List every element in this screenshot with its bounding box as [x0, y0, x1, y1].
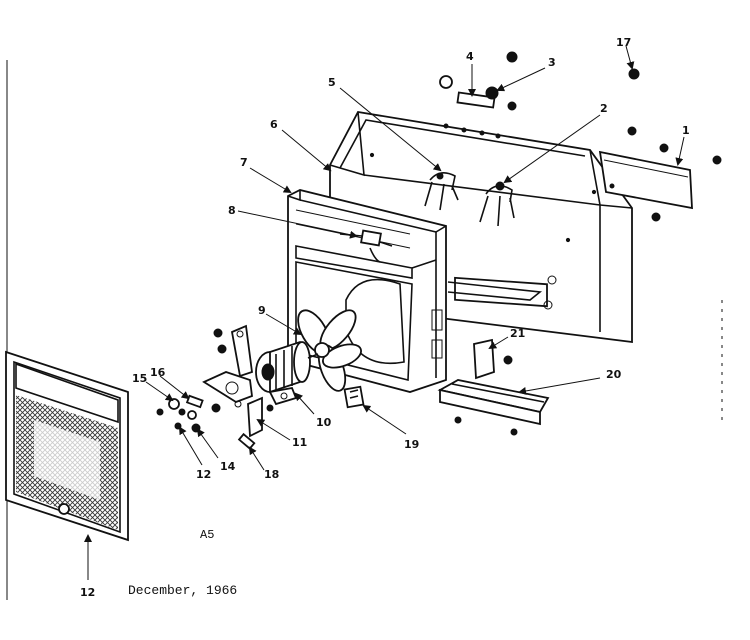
callout-20: 20 [606, 368, 622, 381]
callout-labels: 1 2 3 4 5 6 7 8 9 10 11 12 12 13 14 15 1… [80, 36, 690, 599]
callout-10: 10 [316, 416, 332, 429]
callout-15: 15 [132, 372, 147, 385]
front-frame-part-7 [287, 189, 447, 393]
callout-19: 19 [404, 438, 419, 451]
date-caption: December, 1966 [128, 583, 237, 598]
plate-part-4 [456, 91, 496, 109]
wire-clamp-part-2 [479, 181, 515, 227]
tray-part-20 [437, 379, 550, 436]
leader-lines [84, 45, 685, 580]
callout-5: 5 [328, 76, 336, 89]
fan-blade-part-9 [297, 309, 363, 392]
callout-12-grille: 12 [80, 586, 95, 599]
callout-14: 14 [220, 460, 236, 473]
screw-hardware [439, 51, 722, 222]
callout-16: 16 [150, 366, 166, 379]
callout-11: 11 [292, 436, 307, 449]
top-plate-part-1 [598, 150, 693, 210]
callout-7: 7 [240, 156, 248, 169]
switch-block-part-19 [343, 385, 365, 409]
wire-clamp-part-5 [424, 172, 459, 211]
callout-1: 1 [682, 124, 690, 137]
callout-9: 9 [258, 304, 266, 317]
page-code: A5 [200, 528, 214, 542]
front-grille-part-12 [5, 350, 129, 542]
motor-part-10 [255, 340, 319, 394]
callout-6: 6 [270, 118, 278, 131]
bracket-part-21 [473, 338, 513, 380]
callout-17: 17 [616, 36, 631, 49]
callout-4: 4 [466, 50, 474, 63]
callout-2: 2 [600, 102, 608, 115]
bracket-hardware [156, 328, 274, 450]
callout-8: 8 [228, 204, 236, 217]
callout-18: 18 [264, 468, 279, 481]
callout-3: 3 [548, 56, 556, 69]
callout-21: 21 [510, 327, 525, 340]
callout-12-bracket: 12 [196, 468, 211, 481]
